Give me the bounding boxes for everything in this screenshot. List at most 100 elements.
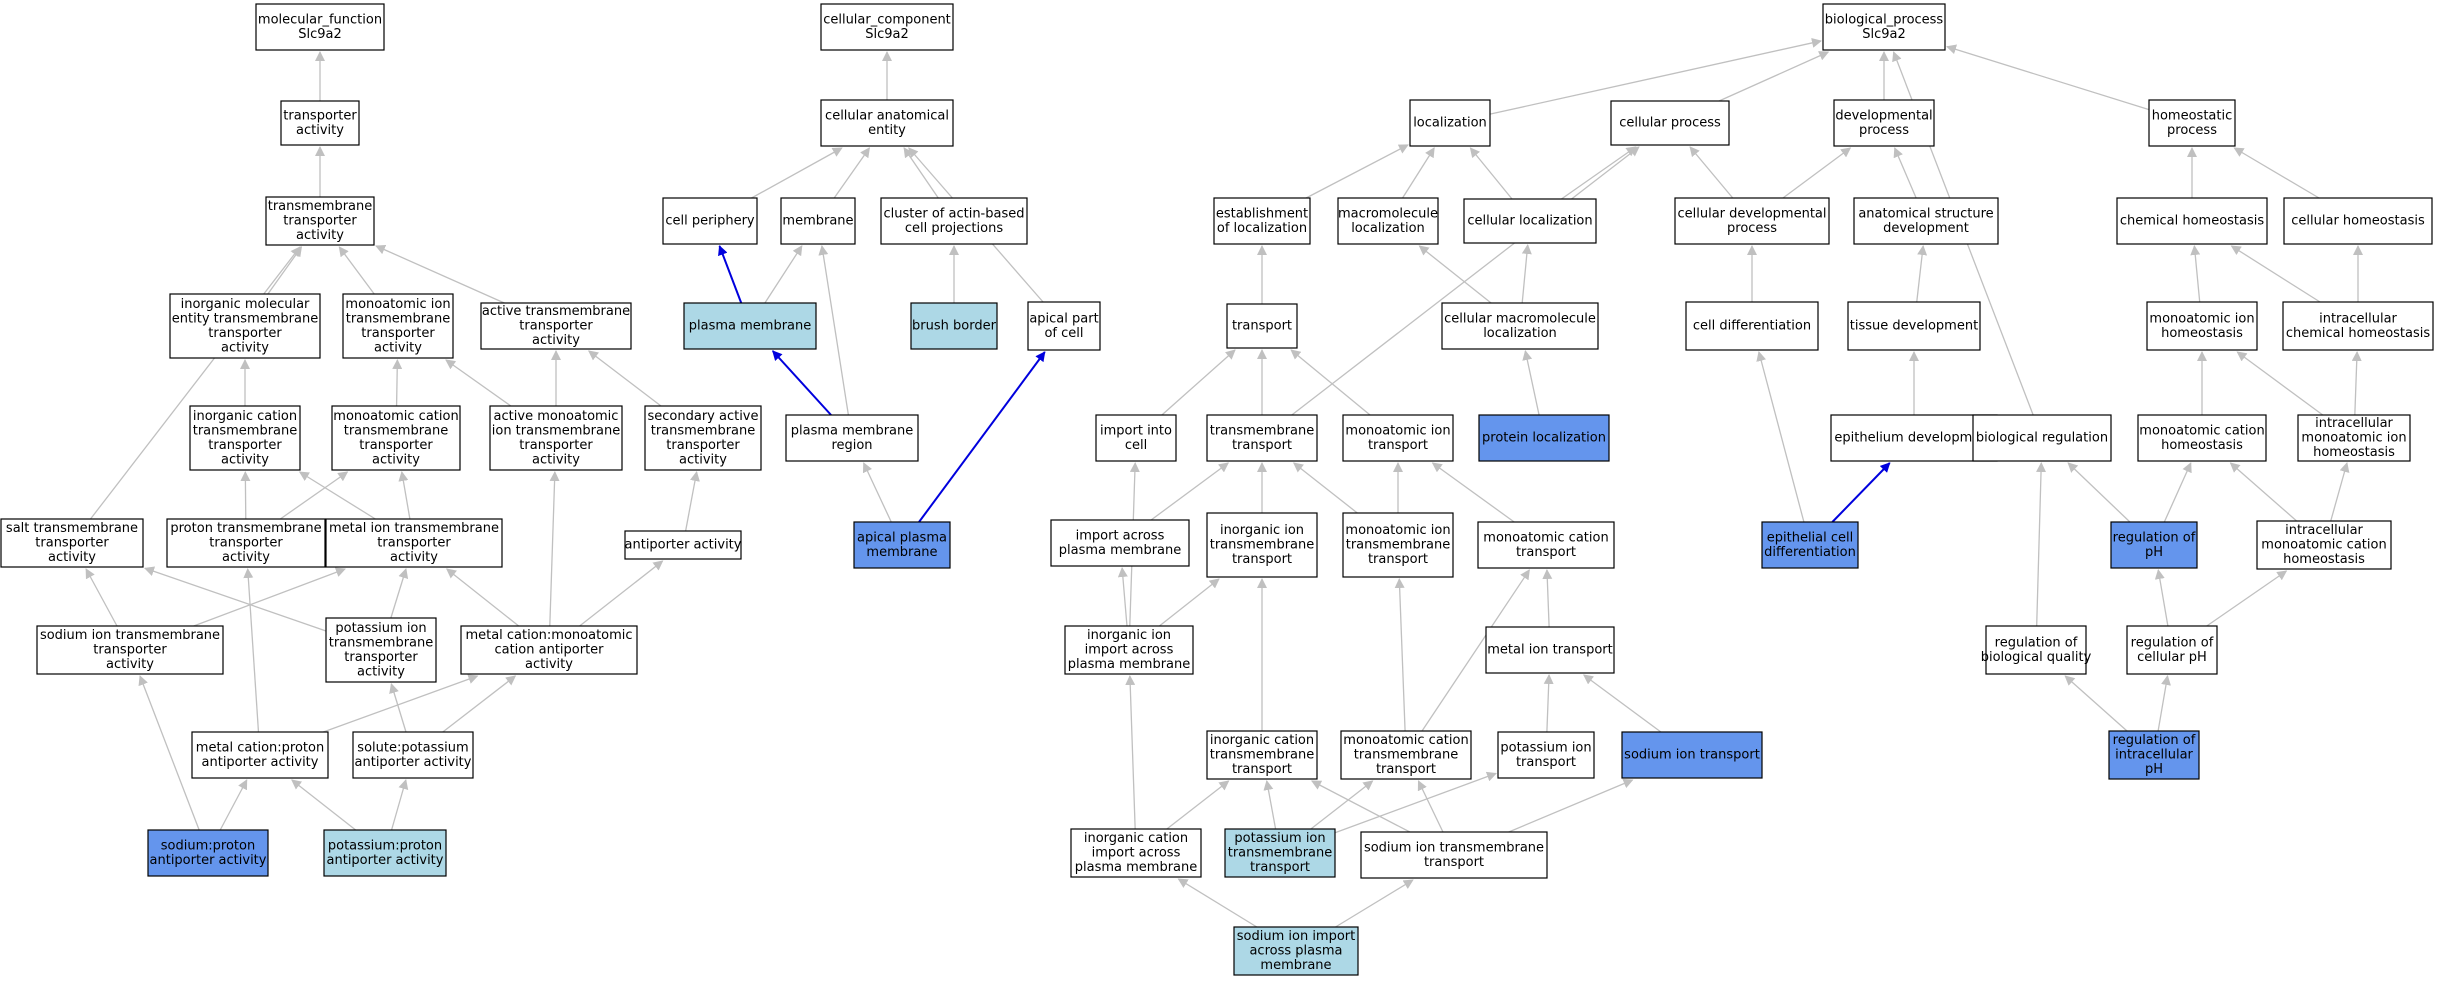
term-node-cproc[interactable]: cellular process bbox=[1610, 100, 1730, 146]
term-box bbox=[1027, 301, 1101, 351]
term-node-tr[interactable]: transport bbox=[1226, 303, 1298, 349]
term-node-td[interactable]: tissue development bbox=[1847, 301, 1981, 351]
term-label-line: activity bbox=[48, 550, 96, 565]
edge-pmr-to-pm bbox=[772, 350, 832, 416]
term-node-pitta[interactable]: potassium iontransmembranetransporteract… bbox=[325, 617, 437, 683]
term-label-line: activity bbox=[357, 664, 405, 679]
edge-apm-to-apc bbox=[918, 351, 1046, 523]
term-node-sit[interactable]: sodium ion transport bbox=[1621, 731, 1763, 779]
term-node-bb[interactable]: brush border bbox=[910, 302, 998, 350]
term-node-moittta[interactable]: monoatomic iontransmembranetransporterac… bbox=[342, 293, 454, 359]
term-node-sitta[interactable]: sodium ion transmembranetransporteractiv… bbox=[36, 625, 224, 675]
edge-ich-to-ch bbox=[2230, 245, 2321, 303]
term-box bbox=[1478, 414, 1610, 462]
term-node-cd[interactable]: cell differentiation bbox=[1685, 301, 1819, 351]
term-node-mem[interactable]: membrane bbox=[780, 197, 856, 245]
term-label-line: activity bbox=[372, 452, 420, 467]
term-node-br[interactable]: biological regulation bbox=[1972, 414, 2112, 462]
term-node-mitta[interactable]: metal ion transmembranetransporteractivi… bbox=[325, 518, 503, 568]
term-node-ed[interactable]: epithelium development bbox=[1830, 414, 1998, 462]
term-node-pm[interactable]: plasma membrane bbox=[683, 302, 817, 350]
term-label-line: entity transmembrane bbox=[172, 311, 318, 326]
term-label-line: chemical homeostasis bbox=[2120, 214, 2265, 229]
edge-pitt-to-pit bbox=[1334, 771, 1497, 834]
term-node-cellh[interactable]: cellular homeostasis bbox=[2283, 197, 2433, 245]
term-node-pl[interactable]: protein localization bbox=[1478, 414, 1610, 462]
term-node-cl[interactable]: cellular localization bbox=[1463, 198, 1597, 244]
term-node-cp[interactable]: cell periphery bbox=[662, 197, 758, 245]
term-label-line: ion transmembrane bbox=[492, 423, 620, 438]
term-node-mocttta[interactable]: monoatomic cationtransmembranetransporte… bbox=[331, 405, 461, 471]
edge-sodpa-to-sitta bbox=[138, 675, 200, 831]
term-node-satmta[interactable]: secondary activetransmembranetransporter… bbox=[644, 405, 762, 471]
edge-mcpa-to-ptta bbox=[243, 568, 260, 733]
edge-imoch-to-imoih bbox=[2330, 462, 2350, 522]
term-label-line: cellular anatomical bbox=[825, 108, 949, 123]
term-label-line: epithelial cell bbox=[1767, 530, 1854, 545]
term-node-icttta[interactable]: inorganic cationtransmembranetransporter… bbox=[189, 405, 301, 471]
term-node-ch[interactable]: chemical homeostasis bbox=[2116, 197, 2268, 245]
term-label-line: transporter bbox=[208, 326, 282, 341]
term-node-loc[interactable]: localization bbox=[1409, 99, 1491, 147]
term-node-aa[interactable]: antiporter activity bbox=[624, 530, 742, 560]
term-node-mit[interactable]: metal ion transport bbox=[1485, 626, 1615, 674]
edge-sitta-to-salttta bbox=[85, 568, 118, 627]
term-box bbox=[323, 829, 447, 877]
edge-moit-to-tr bbox=[1290, 349, 1371, 416]
edge-cp-to-cae bbox=[751, 147, 843, 199]
term-box bbox=[2146, 301, 2258, 351]
